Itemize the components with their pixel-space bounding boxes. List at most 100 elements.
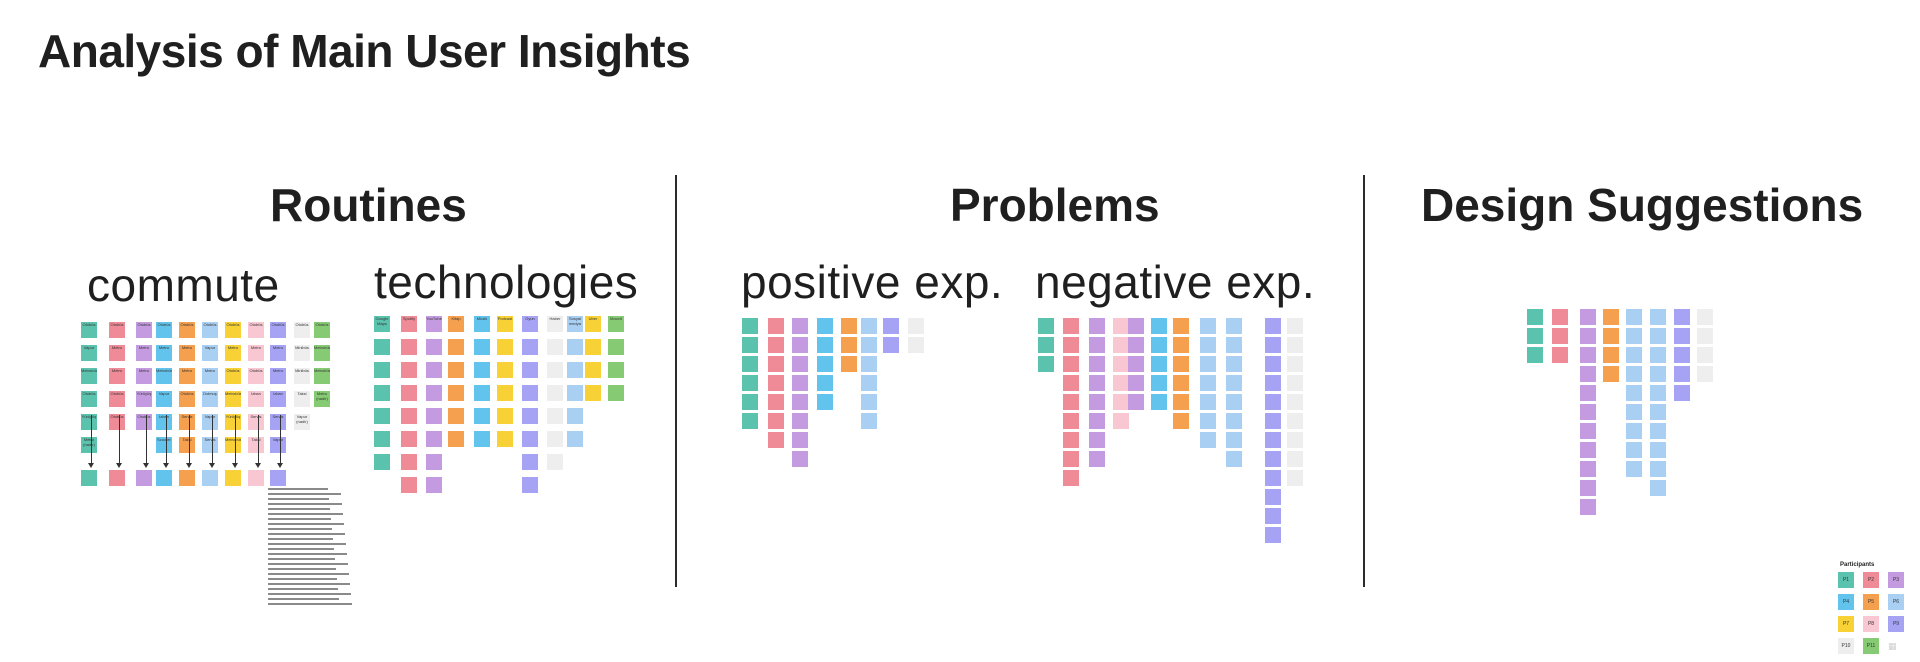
positive-experience-note	[817, 394, 833, 410]
negative-experience-note	[1287, 394, 1303, 410]
positive-experience-note	[792, 375, 808, 391]
text-paragraph-line	[268, 598, 339, 600]
technology-note	[401, 431, 417, 447]
technology-note	[426, 477, 442, 493]
arrow-head-icon	[232, 463, 238, 468]
negative-experience-note	[1063, 318, 1079, 334]
negative-experience-note	[1063, 470, 1079, 486]
participant-chip-p1: P1	[1838, 572, 1854, 588]
negative-experience-note	[1128, 337, 1144, 353]
commute-note: Vapur	[202, 414, 218, 430]
negative-experience-note	[1038, 337, 1054, 353]
arrow-line	[189, 415, 190, 465]
commute-note: Otobüs	[81, 322, 97, 338]
positive-experience-note	[841, 318, 857, 334]
commute-note: Servis	[248, 414, 264, 430]
commute-note: Taksi	[294, 391, 310, 407]
negative-experience-note	[1226, 375, 1242, 391]
design-suggestion-note	[1626, 347, 1642, 363]
negative-experience-note	[1287, 432, 1303, 448]
negative-experience-note	[1128, 318, 1144, 334]
participant-chip-p9: P9	[1888, 616, 1904, 632]
technology-note	[567, 362, 583, 378]
subsection-commute: commute	[87, 259, 280, 311]
participant-chip-p4: P4	[1838, 594, 1854, 610]
design-suggestion-note	[1650, 347, 1666, 363]
participant-chip-p11: P11	[1863, 638, 1879, 654]
negative-experience-note	[1287, 356, 1303, 372]
design-suggestion-note	[1603, 366, 1619, 382]
commute-note: Otobüs	[248, 322, 264, 338]
commute-note: Otobüs	[109, 391, 125, 407]
design-suggestion-note	[1674, 328, 1690, 344]
technology-note	[585, 385, 601, 401]
commute-note: Otobüs	[314, 322, 330, 338]
negative-experience-note	[1287, 318, 1303, 334]
text-paragraph-line	[268, 573, 349, 575]
technology-note	[401, 385, 417, 401]
positive-experience-note	[861, 375, 877, 391]
arrow-head-icon	[255, 463, 261, 468]
negative-experience-note	[1265, 470, 1281, 486]
design-suggestion-note	[1580, 461, 1596, 477]
commute-outcome-note	[248, 470, 264, 486]
negative-experience-note	[1265, 375, 1281, 391]
positive-experience-note	[908, 318, 924, 334]
text-paragraph-line	[268, 538, 333, 540]
arrow-line	[258, 415, 259, 465]
commute-note: Otobüs	[225, 368, 241, 384]
technology-note	[522, 362, 538, 378]
technology-note	[585, 339, 601, 355]
text-paragraph-line	[268, 603, 352, 605]
negative-experience-note	[1151, 375, 1167, 391]
design-suggestion-note	[1603, 347, 1619, 363]
technology-note	[547, 362, 563, 378]
design-suggestion-note	[1580, 385, 1596, 401]
positive-experience-note	[742, 394, 758, 410]
positive-experience-note	[841, 356, 857, 372]
technology-note	[522, 385, 538, 401]
participants-legend-title: Participants	[1840, 562, 1875, 568]
negative-experience-note	[1173, 413, 1189, 429]
positive-experience-note	[768, 375, 784, 391]
text-paragraph-line	[268, 518, 331, 520]
technology-note	[522, 339, 538, 355]
technology-note	[522, 431, 538, 447]
negative-experience-note	[1200, 337, 1216, 353]
arrow-head-icon	[209, 463, 215, 468]
design-suggestion-note	[1626, 385, 1642, 401]
negative-experience-note	[1287, 375, 1303, 391]
design-suggestion-note	[1580, 423, 1596, 439]
commute-note: Metro	[109, 368, 125, 384]
negative-experience-note	[1151, 394, 1167, 410]
commute-note: Metro	[248, 345, 264, 361]
technology-note	[426, 362, 442, 378]
technology-note	[374, 454, 390, 470]
divider-problems-design	[1363, 175, 1365, 587]
negative-experience-note	[1287, 470, 1303, 486]
design-suggestion-note	[1626, 423, 1642, 439]
negative-experience-note	[1089, 432, 1105, 448]
positive-experience-note	[792, 356, 808, 372]
commute-note: Servis	[202, 437, 218, 453]
commute-note: Metro	[225, 345, 241, 361]
positive-experience-note	[742, 356, 758, 372]
positive-experience-note	[742, 337, 758, 353]
technology-note	[448, 431, 464, 447]
design-suggestion-note	[1580, 404, 1596, 420]
design-suggestion-note	[1650, 442, 1666, 458]
commute-note: Minibüs	[294, 368, 310, 384]
commute-note: Servis	[179, 414, 195, 430]
arrow-line	[235, 415, 236, 465]
positive-experience-note	[792, 451, 808, 467]
technology-note	[522, 408, 538, 424]
positive-experience-note	[817, 318, 833, 334]
design-suggestion-note	[1527, 309, 1543, 325]
negative-experience-note	[1265, 489, 1281, 505]
technology-note	[401, 477, 417, 493]
positive-experience-note	[861, 394, 877, 410]
negative-experience-note	[1063, 356, 1079, 372]
technology-note	[426, 339, 442, 355]
negative-experience-note	[1113, 356, 1129, 372]
technology-note	[448, 385, 464, 401]
